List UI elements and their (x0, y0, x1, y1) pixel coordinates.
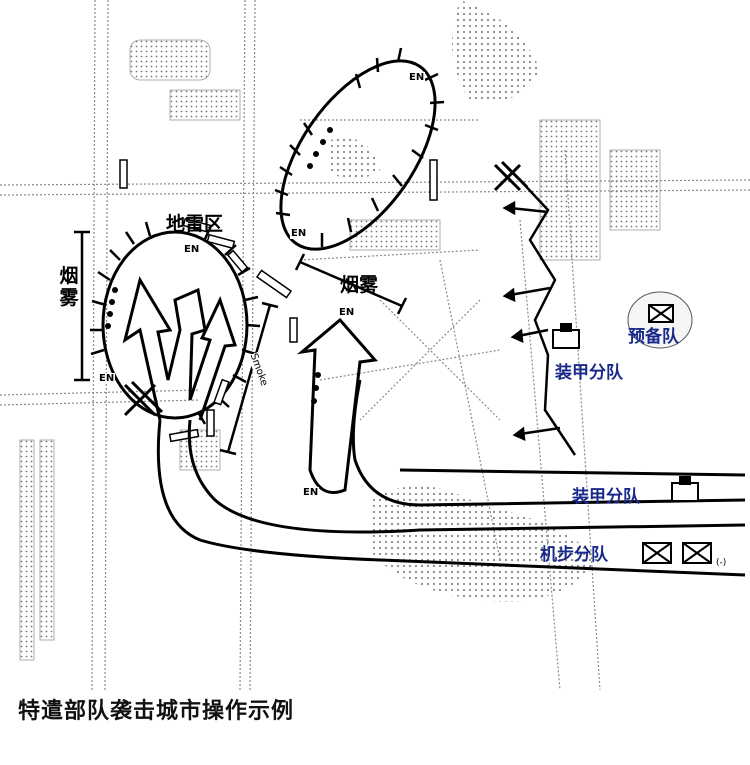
obstacle-crosses (123, 160, 529, 417)
enemy-marker-5: EN (98, 373, 116, 384)
assault-arrow-center (296, 317, 378, 494)
minefield-label: 地雷区 (166, 213, 224, 235)
city-blocks (19, 39, 661, 661)
armor-phase-arrows (502, 200, 561, 442)
smoke-left-label: 烟雾 (59, 265, 79, 309)
tactical-map (0, 0, 750, 690)
reserve-label: 预备队 (628, 327, 679, 347)
smoke-bracket-left (74, 230, 90, 382)
smoke-line-road (219, 301, 279, 456)
unit-symbols (552, 291, 712, 564)
enemy-marker-2: EN (290, 228, 308, 239)
armor-team-2-label: 装甲分队 (572, 487, 640, 507)
enemy-position-upper (279, 59, 437, 251)
enemy-marker-6: EN (302, 487, 320, 498)
vegetation-area (330, 0, 600, 602)
reduced-marker: (-) (716, 558, 727, 568)
armor-team-1-label: 装甲分队 (555, 363, 623, 383)
enemy-position-upper-ticks (274, 47, 445, 247)
enemy-marker-3: EN (183, 244, 201, 255)
assault-arrow-left (122, 276, 238, 421)
minefield-markers (119, 159, 438, 443)
mech-infantry-label: 机步分队 (540, 545, 608, 565)
smoke-line-center (294, 253, 408, 315)
figure-caption: 特遣部队袭击城市操作示例 (18, 699, 295, 724)
armor-phase-line (519, 179, 577, 456)
enemy-marker-1: EN (408, 72, 426, 83)
enemy-marker-4: EN (338, 307, 356, 318)
smoke-center-label: 烟雾 (340, 274, 379, 296)
